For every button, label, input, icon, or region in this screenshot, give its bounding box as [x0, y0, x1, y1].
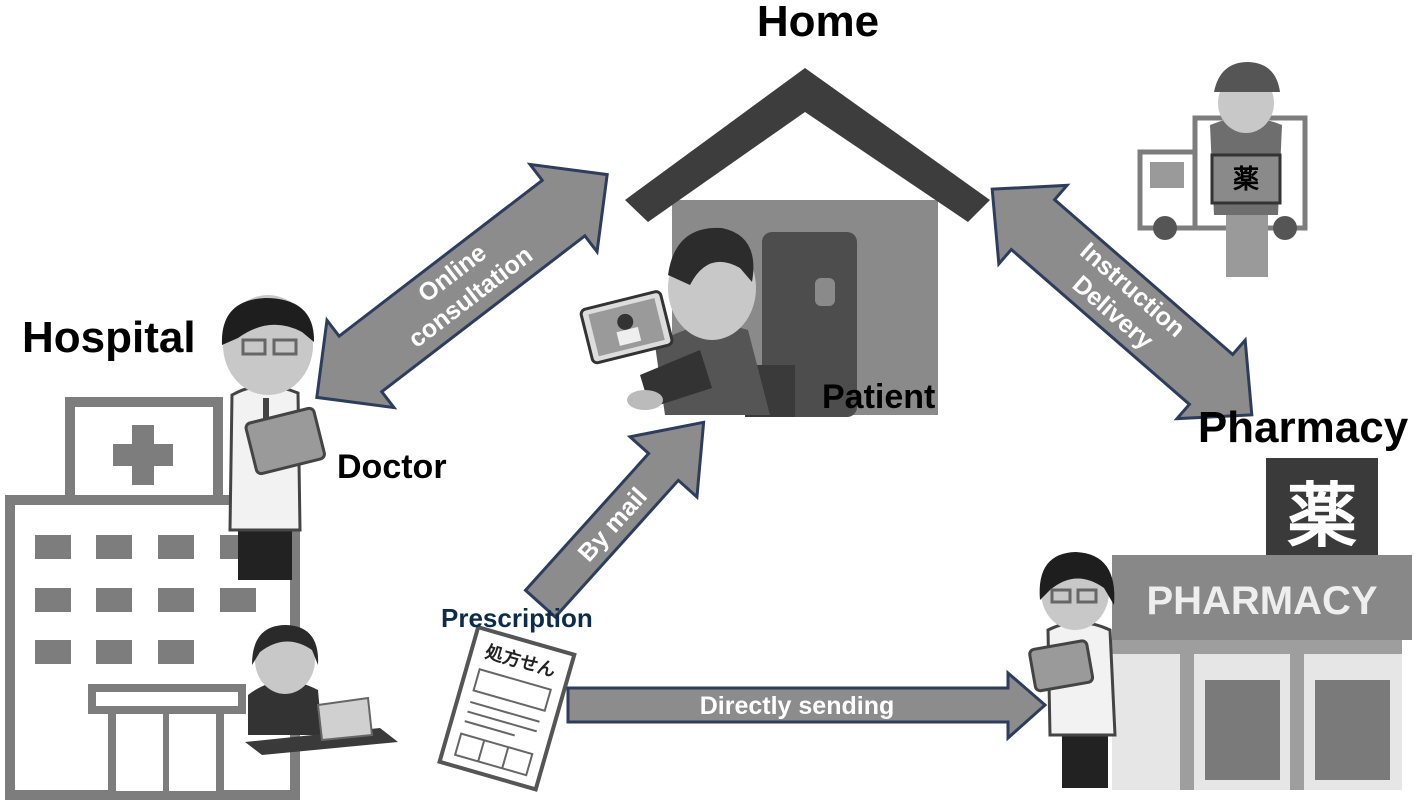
pharmacy-kanji-text: 薬 — [1287, 475, 1357, 557]
hospital-building — [5, 397, 300, 800]
receptionist-hair — [252, 625, 319, 665]
receptionist-body — [248, 681, 322, 735]
delivery-worker: 薬 — [1210, 62, 1282, 277]
by-mail-arrow: By mail — [523, 420, 706, 620]
home-title: Home — [757, 0, 879, 46]
patient-label: Patient — [822, 378, 935, 416]
pharmacy-sign-text: PHARMACY — [1146, 579, 1377, 623]
online-consultation-arrow: Online consultation — [315, 162, 609, 410]
pharmacy-building: 薬 PHARMACY — [1112, 458, 1412, 790]
doctor-label: Doctor — [337, 448, 447, 486]
house-roof — [625, 68, 990, 222]
doctor-legs — [238, 525, 292, 580]
door-handle — [815, 278, 835, 306]
hospital-title: Hospital — [22, 313, 196, 362]
pharmacist-figure — [1028, 552, 1117, 788]
prescription-document: 処方せん — [437, 624, 577, 792]
pharmacy-signboard — [1112, 555, 1412, 640]
patient-tablet — [579, 290, 674, 365]
cap-icon — [1214, 62, 1280, 92]
pharmacy-title: Pharmacy — [1198, 403, 1409, 452]
doctor-tablet — [244, 406, 326, 476]
patient-hair — [668, 227, 754, 285]
receptionist-figure — [245, 625, 398, 755]
pharmacist-tablet — [1028, 639, 1095, 693]
pharmacy-kanji-sign — [1266, 458, 1378, 558]
directly-sending-label: Directly sending — [700, 692, 895, 720]
patient-hand — [627, 390, 663, 410]
box-kanji: 薬 — [1233, 165, 1259, 195]
medicine-box — [1210, 153, 1282, 205]
patient-figure — [579, 227, 795, 417]
doctor-hair — [221, 298, 315, 345]
directly-sending-arrow: Directly sending — [566, 669, 1048, 742]
cross-horizontal — [113, 444, 173, 466]
hospital-windows — [35, 535, 256, 664]
prescription-label: Prescription — [441, 603, 593, 633]
laptop — [316, 696, 374, 742]
doctor-figure — [221, 295, 326, 580]
